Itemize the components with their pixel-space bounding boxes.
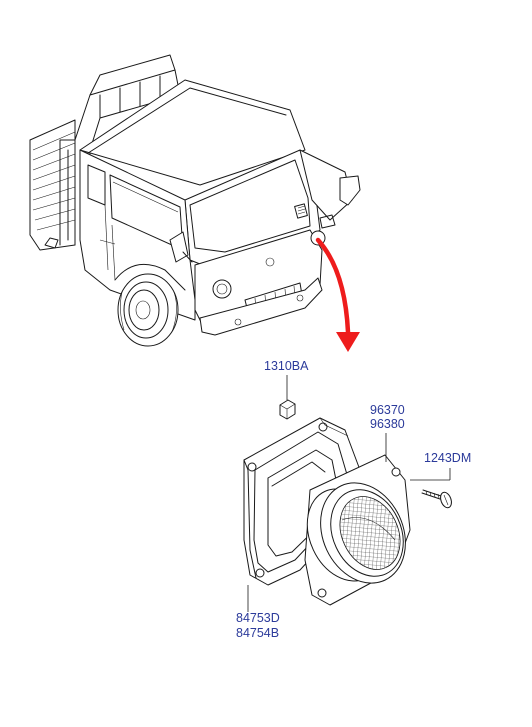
label-screw: 1243DM	[424, 451, 471, 465]
cab-body	[79, 79, 361, 347]
location-arrow	[315, 237, 360, 352]
front-wheel	[117, 273, 179, 347]
lamp-location-marker	[294, 203, 308, 219]
label-housing-b: 84754B	[236, 626, 279, 640]
label-nut: 1310BA	[264, 359, 309, 373]
nut-part	[279, 375, 296, 420]
rear-lamp	[304, 454, 411, 606]
screw-part	[410, 468, 452, 509]
vehicle-illustration	[29, 54, 361, 347]
label-housing-a: 84753D	[236, 611, 280, 625]
label-lamp-a: 96370	[370, 403, 405, 417]
part-labels: 1310BA 96370 96380 1243DM 84753D 84754B	[236, 359, 471, 640]
label-lamp-b: 96380	[370, 417, 405, 431]
leader-lines	[247, 433, 387, 612]
